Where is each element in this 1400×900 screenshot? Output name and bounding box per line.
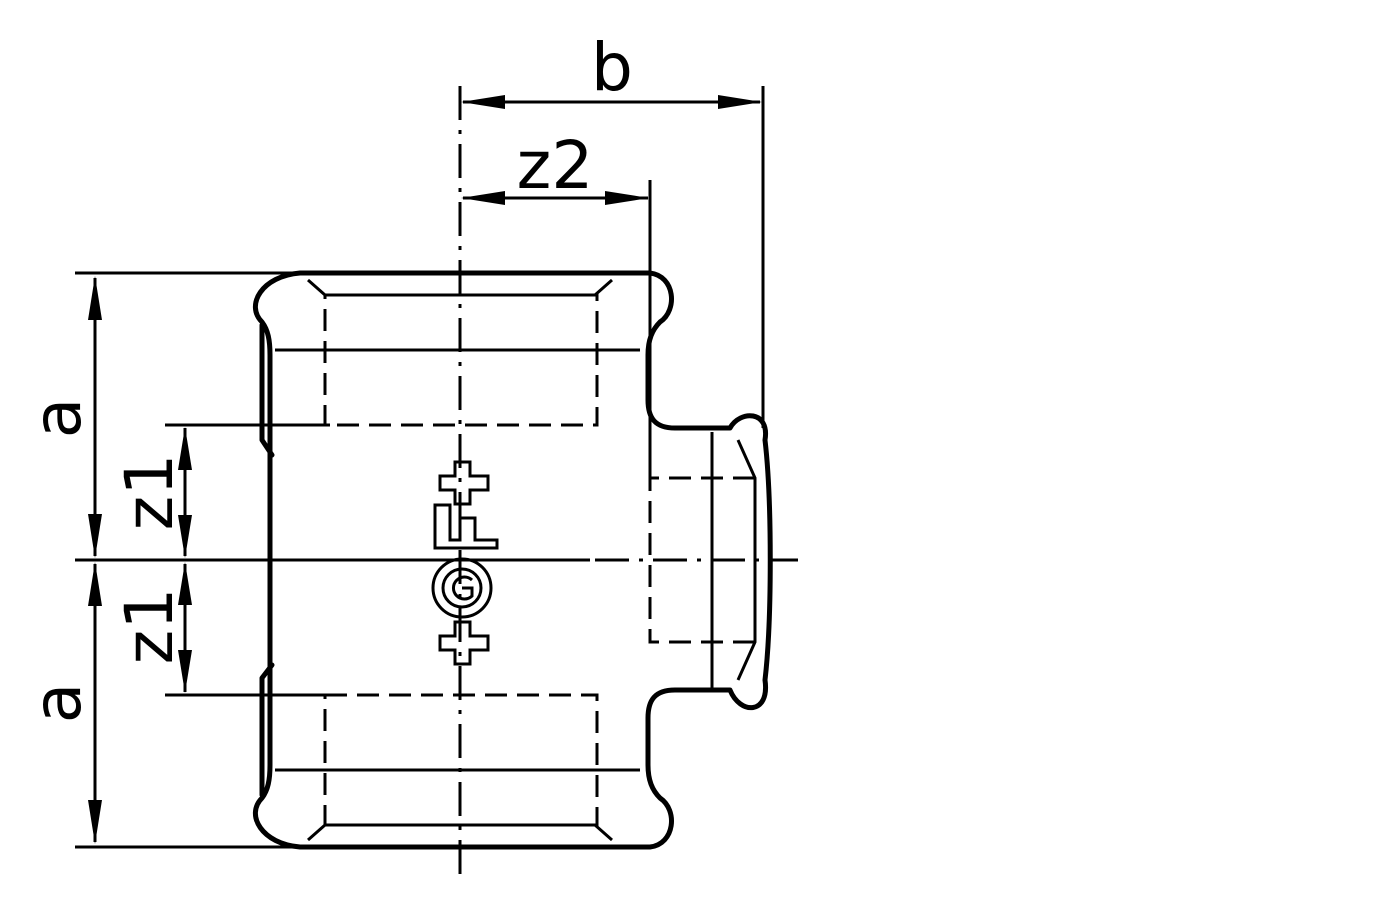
arrow-z1-bottom-up	[178, 562, 192, 605]
branch-thread-hidden	[648, 476, 755, 644]
dimension-a: a a	[19, 271, 300, 849]
dimension-z1: z1 z1	[111, 423, 330, 697]
bottom-bead-chamfer	[307, 823, 613, 842]
arrow-z1-top-down	[178, 515, 192, 558]
arrow-b-left	[461, 95, 505, 109]
label-z1-top: z1	[111, 454, 188, 531]
arrow-z1-top-up	[178, 427, 192, 470]
arrow-z2-left	[461, 191, 505, 205]
label-z2: z2	[517, 127, 594, 204]
logo-letter-g	[452, 575, 474, 601]
label-a-bottom: a	[19, 683, 96, 723]
logo-ring-outer	[431, 557, 493, 619]
logo-plus-top	[438, 460, 490, 506]
label-z1-bottom: z1	[111, 588, 188, 665]
top-thread-hidden	[323, 293, 599, 427]
logo-plus-bottom	[438, 620, 490, 666]
gf-logo	[431, 460, 499, 666]
label-b: b	[591, 29, 633, 106]
dimension-z2: z2	[461, 127, 652, 478]
left-thread-edge-top	[259, 322, 275, 458]
arrow-a-bottom-down	[88, 800, 102, 844]
center-lines	[75, 86, 798, 875]
arrow-a-top-down	[88, 514, 102, 558]
left-thread-edge-bottom	[259, 662, 275, 798]
logo-ring-inner	[441, 567, 483, 609]
arrow-b-right	[718, 95, 762, 109]
label-a-top: a	[19, 398, 96, 438]
arrow-a-bottom-up	[88, 562, 102, 606]
arrow-a-top-up	[88, 276, 102, 320]
arrow-z1-bottom-down	[178, 650, 192, 693]
dimension-b: b	[461, 29, 765, 428]
arrow-z2-right	[605, 191, 649, 205]
logo-letter-f	[433, 503, 499, 550]
